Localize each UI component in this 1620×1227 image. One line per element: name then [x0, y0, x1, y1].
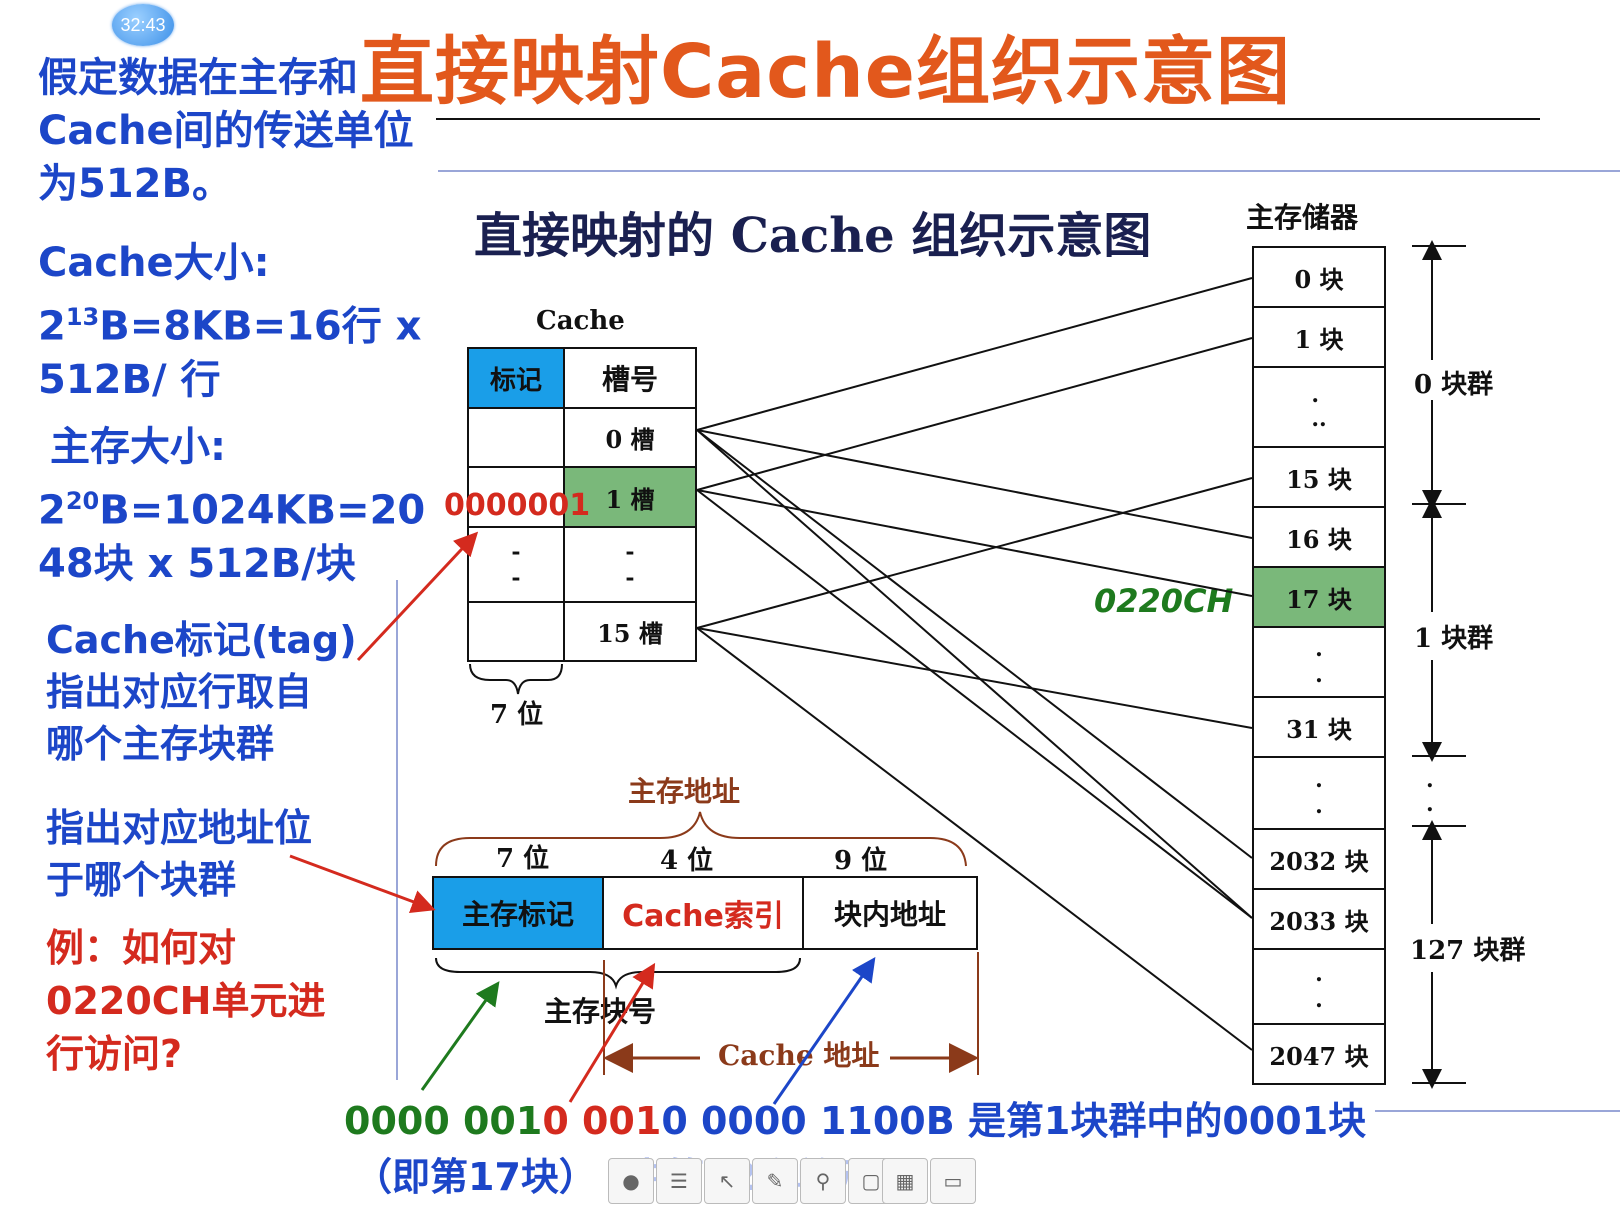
- field-width-offset: 9 位: [834, 846, 888, 876]
- group-note: 指出对应地址位 于哪个块群: [46, 806, 313, 902]
- field-width-tag: 7 位: [496, 844, 550, 874]
- toolbar-grid-icon[interactable]: ▦: [882, 1158, 928, 1204]
- cache-tag-header: 标记: [467, 347, 565, 409]
- page-title: 直接映射Cache组织示意图: [360, 29, 1291, 115]
- field-width-index: 4 位: [660, 846, 714, 876]
- memory-block-2047: 2047 块: [1252, 1023, 1386, 1085]
- tag-note: Cache标记(tag) 指出对应行取自 哪个主存块群: [46, 618, 357, 766]
- example-question: 例：如何对 0220CH单元进 行访问?: [46, 926, 326, 1076]
- block-number-brace: [435, 957, 801, 990]
- main-address-label: 主存地址: [628, 775, 741, 808]
- title-underline: [436, 118, 1540, 120]
- tag-width-brace: [469, 663, 563, 695]
- toolbar-screen-icon[interactable]: ▭: [930, 1158, 976, 1204]
- timer-badge: 32:43: [112, 4, 174, 46]
- diagram-subtitle: 直接映射的 Cache 组织示意图: [474, 208, 1152, 264]
- toolbar-zoom-icon[interactable]: ⚲: [800, 1158, 846, 1204]
- cache-label: Cache: [536, 306, 625, 336]
- transfer-unit-note: 假定数据在主存和 Cache间的传送单位 为512B。: [38, 55, 414, 207]
- group-label-0: 0 块群: [1414, 362, 1494, 403]
- tag-field-pointer-arrow: [420, 981, 500, 1091]
- diagram-top-rule: [438, 170, 1620, 172]
- cache-slot-15: 15 槽: [563, 601, 697, 662]
- mapping-lines: [696, 277, 1253, 1051]
- index-pointer-arrow: [568, 962, 656, 1103]
- cache-size-note: Cache大小: 213B=8KB=16行 x 512B/ 行: [38, 240, 422, 404]
- memory-block-2033: 2033 块: [1252, 888, 1386, 950]
- memory-block-16: 16 块: [1252, 506, 1386, 568]
- field-block-offset: 块内地址: [802, 876, 978, 950]
- field-main-tag: 主存标记: [432, 876, 604, 950]
- block-number-label: 主存块号: [544, 995, 657, 1028]
- bottom-right-rule: [1375, 1110, 1620, 1112]
- group-label-127: 127 块群: [1410, 928, 1526, 969]
- tag-pointer-arrow: [356, 531, 479, 662]
- toolbar-pen-icon[interactable]: ✎: [752, 1158, 798, 1204]
- offset-pointer-arrow: [772, 957, 876, 1105]
- group-ellipsis: . .: [1426, 767, 1434, 817]
- binary-address-line: 0000 0010 0010 0000 1100B 是第1块群中的0001块: [344, 1099, 1367, 1143]
- main-address-brace: [435, 811, 967, 867]
- toolbar-record-icon[interactable]: ●: [608, 1158, 654, 1204]
- main-memory-size-note: 主存大小: 220B=1024KB=20 48块 x 512B/块: [38, 424, 426, 588]
- binary-address-line2: （即第17块）: [354, 1155, 597, 1199]
- memory-label: 主存储器: [1246, 201, 1359, 234]
- group-label-1: 1 块群: [1414, 616, 1494, 657]
- tag-width-label: 7 位: [490, 700, 544, 730]
- group-span-arrows: [1412, 240, 1466, 1089]
- toolbar-menu-icon[interactable]: ☰: [656, 1158, 702, 1204]
- tag-value: 0000001: [444, 488, 591, 523]
- toolbar-pointer-icon[interactable]: ↖: [704, 1158, 750, 1204]
- left-divider: [396, 580, 398, 1080]
- group-pointer-arrow: [289, 854, 436, 913]
